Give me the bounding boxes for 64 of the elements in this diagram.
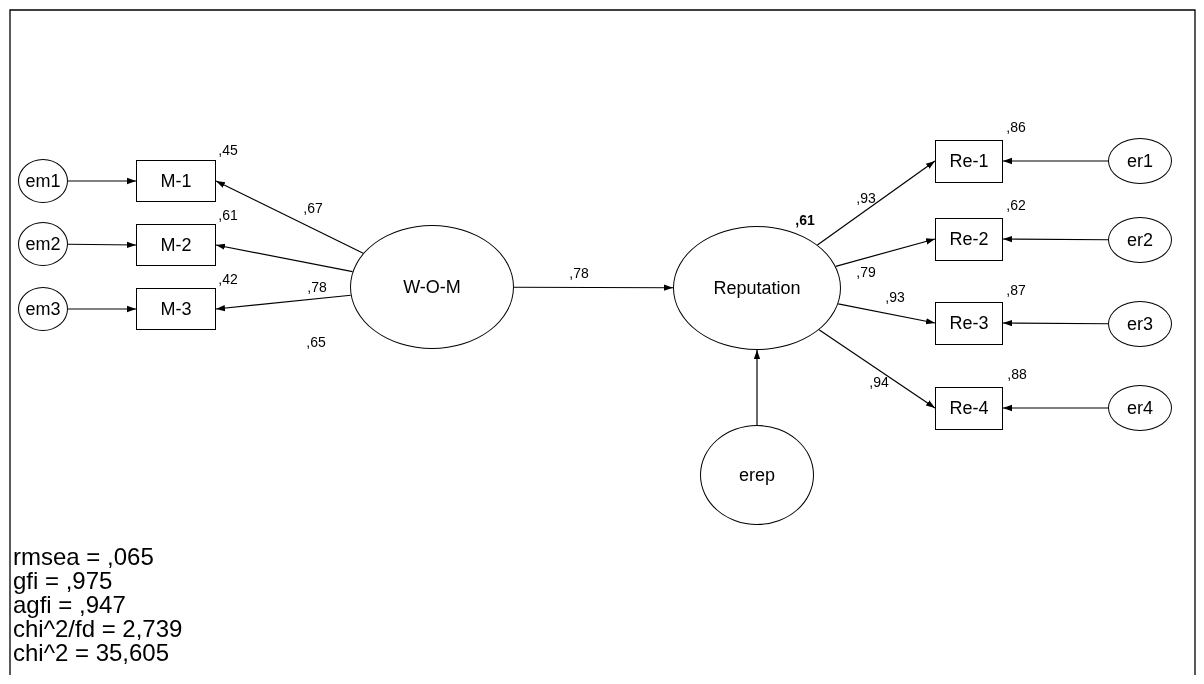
path-arrow [215, 294, 352, 312]
path-arrow [1002, 319, 1109, 327]
path-arrow [818, 329, 936, 409]
path-coefficient: ,65 [306, 334, 326, 350]
observed-variable-box [935, 217, 1003, 261]
variable-label: em2 [25, 233, 61, 255]
variable-label: em1 [25, 170, 61, 192]
observed-variable-box [136, 224, 216, 266]
path-coefficient: ,78 [307, 279, 327, 295]
r-squared-value: ,62 [1006, 197, 1026, 213]
r-squared-value: ,88 [1007, 366, 1027, 382]
variable-label: Re-2 [949, 228, 989, 250]
variable-label: W-O-M [403, 276, 461, 298]
fit-index: agfi = ,947 [13, 593, 126, 617]
variable-label: erep [739, 464, 775, 486]
path-coefficient: ,78 [569, 265, 589, 281]
variable-label: Re-1 [949, 150, 989, 172]
r-squared-value: ,86 [1006, 119, 1026, 135]
path-arrow [215, 180, 364, 254]
r-squared-value: ,87 [1006, 282, 1026, 298]
path-arrow [837, 303, 936, 325]
fit-index: rmsea = ,065 [13, 545, 154, 569]
path-arrow [835, 238, 936, 267]
r-squared-value: ,42 [218, 271, 238, 287]
observed-variable-box [136, 160, 216, 202]
path-arrow [67, 241, 137, 249]
variable-label: M-3 [160, 298, 192, 320]
observed-variable-box [136, 288, 216, 330]
path-arrow [753, 349, 761, 426]
variable-label: er4 [1127, 397, 1153, 419]
path-coefficient: ,93 [856, 190, 876, 206]
path-arrow [215, 243, 354, 273]
error-term-ellipse [18, 287, 68, 331]
path-coefficient: ,93 [885, 289, 905, 305]
error-term-ellipse [18, 222, 68, 266]
variable-label: er2 [1127, 229, 1153, 251]
variable-label: Reputation [713, 277, 801, 299]
path-arrow [67, 305, 137, 313]
path-arrow [1002, 235, 1109, 243]
path-arrow [1002, 157, 1109, 165]
fit-index: chi^2/fd = 2,739 [13, 617, 183, 641]
path-coefficient: ,79 [856, 264, 876, 280]
variable-label: Re-4 [949, 397, 989, 419]
observed-variable-box [935, 139, 1003, 183]
r-squared-value: ,61 [218, 207, 238, 223]
variable-label: M-1 [160, 170, 192, 192]
path-arrow [67, 177, 137, 185]
variable-label: er1 [1127, 150, 1153, 172]
variable-label: M-2 [160, 234, 192, 256]
r-squared-value: ,45 [218, 142, 238, 158]
variable-label: em3 [25, 298, 61, 320]
error-term-ellipse [18, 159, 68, 203]
path-arrow [816, 160, 936, 246]
variable-label: Re-3 [949, 312, 989, 334]
fit-index: gfi = ,975 [13, 569, 113, 593]
path-coefficient: ,94 [869, 374, 889, 390]
observed-variable-box [935, 301, 1003, 345]
squared-multiple-correlation: ,61 [795, 212, 815, 228]
path-coefficient: ,67 [303, 200, 323, 216]
path-arrow [1002, 404, 1109, 412]
observed-variable-box [935, 386, 1003, 430]
variable-label: er3 [1127, 313, 1153, 335]
fit-index: chi^2 = 35,605 [13, 641, 170, 665]
path-arrow [513, 284, 674, 291]
